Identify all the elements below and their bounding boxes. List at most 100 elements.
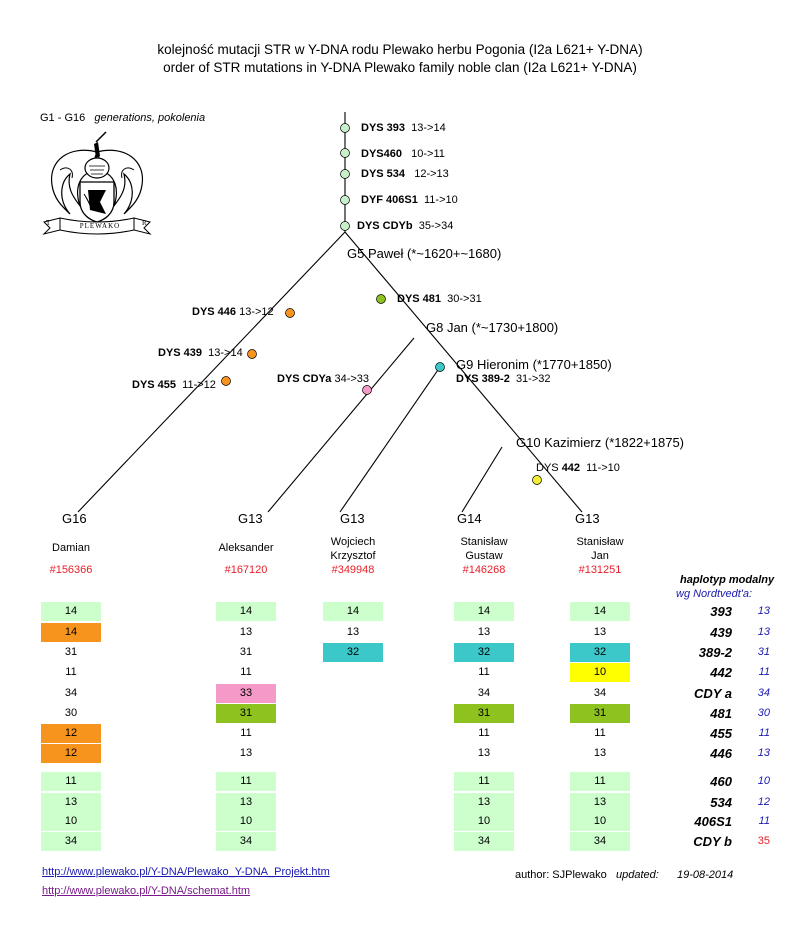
str-value-cell: 13 [41,793,101,812]
generation-label: G16 [62,511,87,526]
person-first-name: Stanisław [460,536,508,548]
str-value-cell: 31 [570,704,630,723]
person-first-name: Wojciech [330,536,376,548]
str-value-cell: 11 [65,666,77,678]
title-line-1: kolejność mutacji STR w Y-DNA rodu Plewa… [157,42,643,57]
str-value-cell: 12 [41,724,101,743]
kit-number: #146268 [462,564,506,576]
str-value-cell: 10 [454,812,514,831]
generation-note: G1 - G16 generations, pokolenia [40,112,205,124]
modal-value: 11 [758,815,770,827]
str-value-cell: 14 [216,602,276,621]
mutation-dys439: DYS 439 13->14 [158,347,243,359]
link-projekt[interactable]: http://www.plewako.pl/Y-DNA/Plewako_Y-DN… [42,866,330,878]
modal-value: 10 [757,775,770,787]
branch-main [344,231,583,513]
str-value-cell: 34 [41,832,101,851]
generation-label: G13 [340,511,365,526]
str-value-cell: 34 [593,687,607,699]
link-schemat[interactable]: http://www.plewako.pl/Y-DNA/schemat.htm [42,885,251,897]
str-value-cell: 13 [239,626,253,638]
person-second-name: Gustaw [465,550,503,562]
str-value-cell: 12 [41,744,101,763]
generation-desc: generations, pokolenia [94,112,206,124]
mutation-dys481: DYS 481 30->31 [397,293,482,305]
marker-name: 389-2 [698,645,732,660]
modal-value: 11 [758,666,770,678]
str-value-cell: 31 [64,646,78,658]
generation-label: G14 [457,511,482,526]
modal-header-title: haplotyp modalny [680,574,775,586]
str-value-cell: 10 [570,663,630,682]
str-value-cell: 14 [570,602,630,621]
crest-motto: PLEWAKO [79,222,121,230]
node-g5: G5 Paweł (*~1620+~1680) [347,246,502,261]
str-value-cell: 11 [478,666,490,678]
str-value-cell: 14 [323,602,383,621]
marker-name: 406S1 [694,814,732,829]
person-first-name: Aleksander [218,542,274,554]
updated-date: 19-08-2014 [677,869,734,881]
str-value-cell: 34 [454,832,514,851]
modal-value: 11 [758,727,770,739]
modal-value: 13 [757,605,770,617]
str-value-cell: 11 [478,727,490,739]
trunk-mutation-2: DYS460 10->11 [361,148,445,160]
dot-dys439 [247,349,257,359]
author-label: author: SJPlewako [515,869,607,881]
marker-name: 439 [710,625,732,640]
modal-value: 13 [757,747,770,759]
mutation-dys455: DYS 455 11->12 [132,379,216,391]
str-value-cell: 11 [594,727,606,739]
str-value-cell: 11 [216,772,276,791]
mutation-dys446: DYS 446 13->12 [192,306,274,318]
modal-value: 30 [757,707,770,719]
str-value-cell: 11 [240,727,252,739]
str-value-cell: 11 [570,772,630,791]
person-second-name: Krzysztof [330,550,376,562]
str-value-cell: 13 [570,793,630,812]
branch-damian [77,231,346,513]
str-value-cell: 31 [216,704,276,723]
str-value-cell: 14 [454,602,514,621]
marker-name: 442 [710,665,732,680]
str-value-cell: 32 [454,643,514,662]
crest-side-left: T [46,219,51,227]
marker-name: 393 [710,604,732,619]
str-value-cell: 10 [41,812,101,831]
str-value-cell: 11 [454,772,514,791]
str-value-cell: 13 [216,793,276,812]
modal-value: 13 [757,626,770,638]
branch-aleksander [267,337,415,513]
coat-of-arms-icon [42,131,152,235]
str-value-cell: 30 [64,707,78,719]
generation-label: G13 [238,511,263,526]
str-value-cell: 13 [454,793,514,812]
trunk-mutation-5: DYS CDYb 35->34 [357,220,454,232]
str-value-cell: 34 [570,832,630,851]
branch-gustaw [461,446,503,513]
str-value-cell: 32 [570,643,630,662]
node-g8: G8 Jan (*~1730+1800) [426,320,559,335]
str-value-cell: 13 [593,626,607,638]
str-value-cell: 10 [570,812,630,831]
marker-name: 446 [710,746,732,761]
dot-dys460 [340,148,350,158]
marker-name: CDY a [693,686,732,701]
dot-dys446 [285,308,295,318]
str-value-cell: 32 [323,643,383,662]
str-value-cell: 14 [41,623,101,642]
dot-dyscdya [362,385,372,395]
str-value-cell: 31 [239,646,253,658]
trunk-mutation-1: DYS 393 13->14 [361,122,446,134]
updated-label: updated: [616,869,659,881]
title-line-2: order of STR mutations in Y-DNA Plewako … [163,60,637,75]
str-value-cell: 11 [240,666,252,678]
kit-number: #167120 [224,564,268,576]
str-value-cell: 34 [64,687,78,699]
trunk-mutation-4: DYF 406S1 11->10 [361,194,458,206]
dot-dys481 [376,294,386,304]
